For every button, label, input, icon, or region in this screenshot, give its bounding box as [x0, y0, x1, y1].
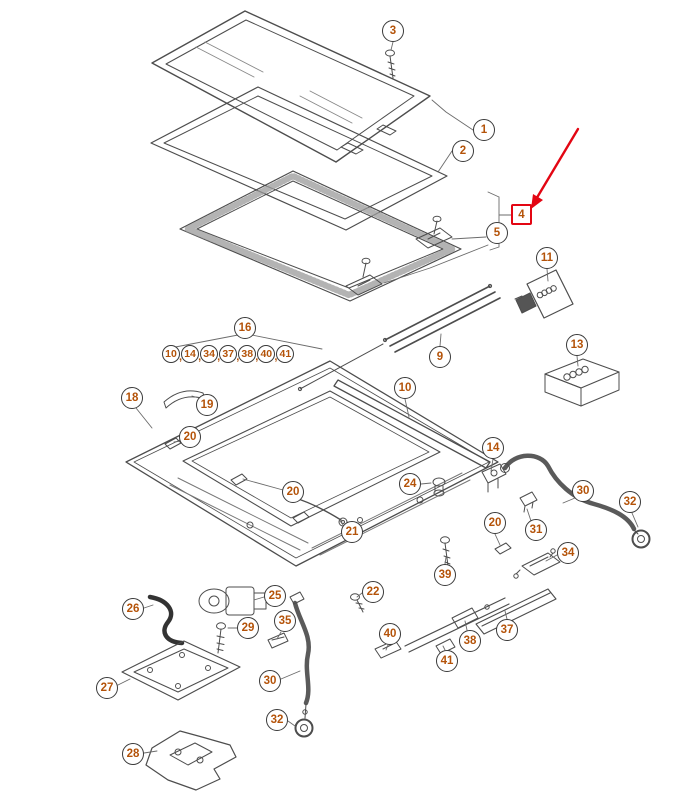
clip-screws-4-5	[345, 215, 453, 296]
callout-3[interactable]: 3	[382, 20, 404, 42]
callout-20a[interactable]: 20	[179, 426, 201, 448]
callout-row-10[interactable]: 10	[162, 345, 180, 363]
callout-2[interactable]: 2	[452, 140, 474, 162]
red-arrow	[530, 127, 580, 209]
pin-24	[432, 477, 446, 497]
clips-20	[164, 437, 512, 555]
callout-24[interactable]: 24	[399, 473, 421, 495]
callout-16[interactable]: 16	[234, 317, 256, 339]
bracket-14	[481, 463, 507, 493]
callout-26[interactable]: 26	[122, 598, 144, 620]
callout-10[interactable]: 10	[394, 377, 416, 399]
parts-box	[544, 358, 620, 407]
callout-28[interactable]: 28	[122, 743, 144, 765]
hose-26	[147, 594, 185, 646]
bracket-34	[513, 548, 561, 579]
hose-30-right	[500, 453, 637, 532]
red-arrow-line	[530, 127, 580, 208]
callout-20b[interactable]: 20	[282, 481, 304, 503]
callout-5[interactable]: 5	[486, 222, 508, 244]
callout-14[interactable]: 14	[482, 437, 504, 459]
callout-32a[interactable]: 32	[266, 709, 288, 731]
callout-30a[interactable]: 30	[259, 670, 281, 692]
callout-11[interactable]: 11	[536, 247, 558, 269]
callout-22[interactable]: 22	[362, 581, 384, 603]
callout-31[interactable]: 31	[525, 519, 547, 541]
strip-19	[163, 390, 206, 409]
callout-row-40[interactable]: 40	[257, 345, 276, 363]
callout-35[interactable]: 35	[274, 610, 296, 632]
rail-37	[475, 588, 557, 635]
callout-39[interactable]: 39	[434, 564, 456, 586]
callout-34[interactable]: 34	[557, 542, 579, 564]
callout-38[interactable]: 38	[459, 630, 481, 652]
tray-27	[121, 640, 241, 701]
callout-18[interactable]: 18	[121, 387, 143, 409]
callout-row-34[interactable]: 34	[200, 345, 219, 363]
callout-30b[interactable]: 30	[572, 480, 594, 502]
assembly-38	[404, 597, 510, 653]
clip-35	[267, 632, 289, 649]
sealant-tube	[514, 269, 574, 319]
seal-gasket	[179, 170, 462, 302]
callout-19[interactable]: 19	[196, 394, 218, 416]
frame-panel	[150, 86, 448, 231]
screw-39	[440, 536, 451, 567]
callout-row-41[interactable]: 41	[276, 345, 295, 363]
callout-row-14[interactable]: 14	[181, 345, 200, 363]
bracket-28	[145, 730, 237, 791]
callout-27[interactable]: 27	[96, 677, 118, 699]
callout-1[interactable]: 1	[473, 119, 495, 141]
clip-31	[519, 491, 538, 513]
screw-3	[385, 49, 396, 79]
main-frame	[125, 360, 499, 567]
red-arrow-head	[531, 194, 543, 209]
callout-29[interactable]: 29	[237, 617, 259, 639]
callout-row-38[interactable]: 38	[238, 345, 257, 363]
callout-row-37[interactable]: 37	[219, 345, 238, 363]
callout-13[interactable]: 13	[566, 334, 588, 356]
callout-32b[interactable]: 32	[619, 491, 641, 513]
callout-41[interactable]: 41	[436, 650, 458, 672]
rail-10	[333, 379, 491, 469]
screw-29	[216, 622, 226, 654]
motor-25	[198, 586, 267, 616]
callout-25[interactable]: 25	[264, 585, 286, 607]
glass-panel	[151, 10, 431, 163]
leader-lines	[117, 41, 639, 754]
callout-40[interactable]: 40	[379, 623, 401, 645]
callout-9[interactable]: 9	[429, 346, 451, 368]
grommet-32-right	[631, 529, 651, 549]
grommet-32-left	[294, 703, 314, 738]
screw-22	[350, 593, 365, 613]
callout-20c[interactable]: 20	[484, 512, 506, 534]
callout-21[interactable]: 21	[341, 521, 363, 543]
guide-rails-9	[297, 283, 501, 392]
hose-30-left	[289, 591, 311, 706]
callout-4[interactable]: 4	[511, 204, 532, 225]
callout-37[interactable]: 37	[496, 619, 518, 641]
